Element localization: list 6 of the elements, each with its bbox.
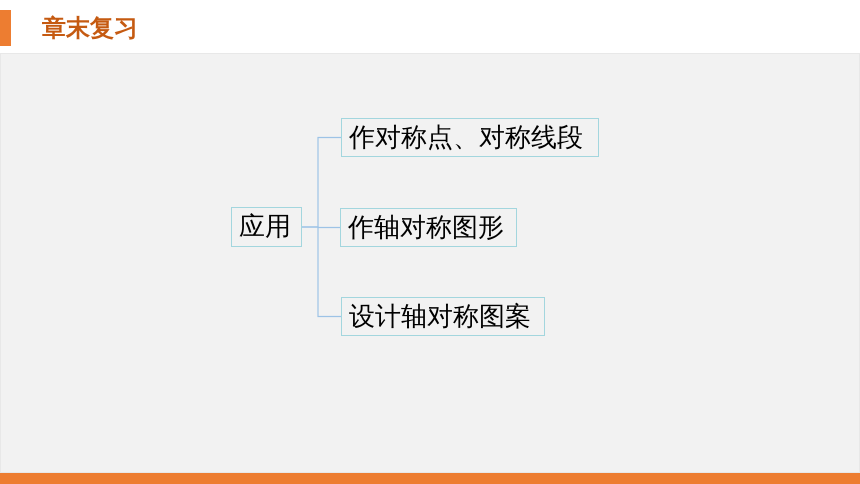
branch-box: 作对称点、对称线段 [341, 118, 599, 157]
title: 章末复习 [42, 15, 138, 41]
branch-box: 作轴对称图形 [340, 208, 517, 247]
branch-box: 设计轴对称图案 [341, 297, 545, 336]
topic-box: 应用 [231, 207, 302, 247]
connector-line [302, 226, 341, 318]
